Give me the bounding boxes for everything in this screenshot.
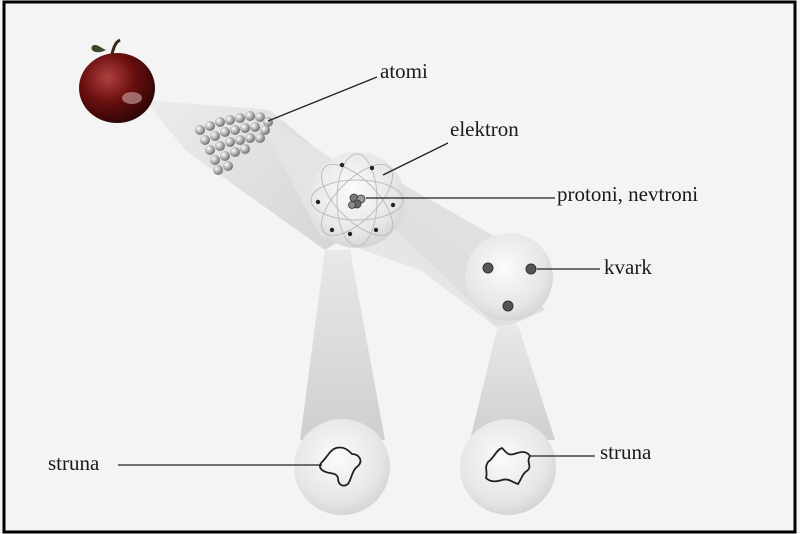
atom-sphere [309, 152, 405, 248]
label-struna-right: struna [600, 440, 652, 464]
quark-dot-icon [526, 264, 536, 274]
beam-atom-to-string-left [300, 250, 385, 440]
elektron-leader-line [383, 143, 448, 175]
quark-dot-icon [483, 263, 493, 273]
apple-icon [79, 40, 155, 123]
label-atomi: atomi [380, 59, 428, 83]
atomi-leader-line [268, 77, 377, 121]
string-sphere-left [294, 419, 390, 515]
label-kvark: kvark [604, 255, 652, 279]
label-protoni-nevtroni: protoni, nevtroni [557, 182, 698, 206]
quark-dot-icon [503, 301, 513, 311]
label-struna-left: struna [48, 451, 100, 475]
string-sphere-right [460, 419, 556, 515]
nucleon-sphere [465, 233, 553, 321]
label-elektron: elektron [450, 117, 519, 141]
